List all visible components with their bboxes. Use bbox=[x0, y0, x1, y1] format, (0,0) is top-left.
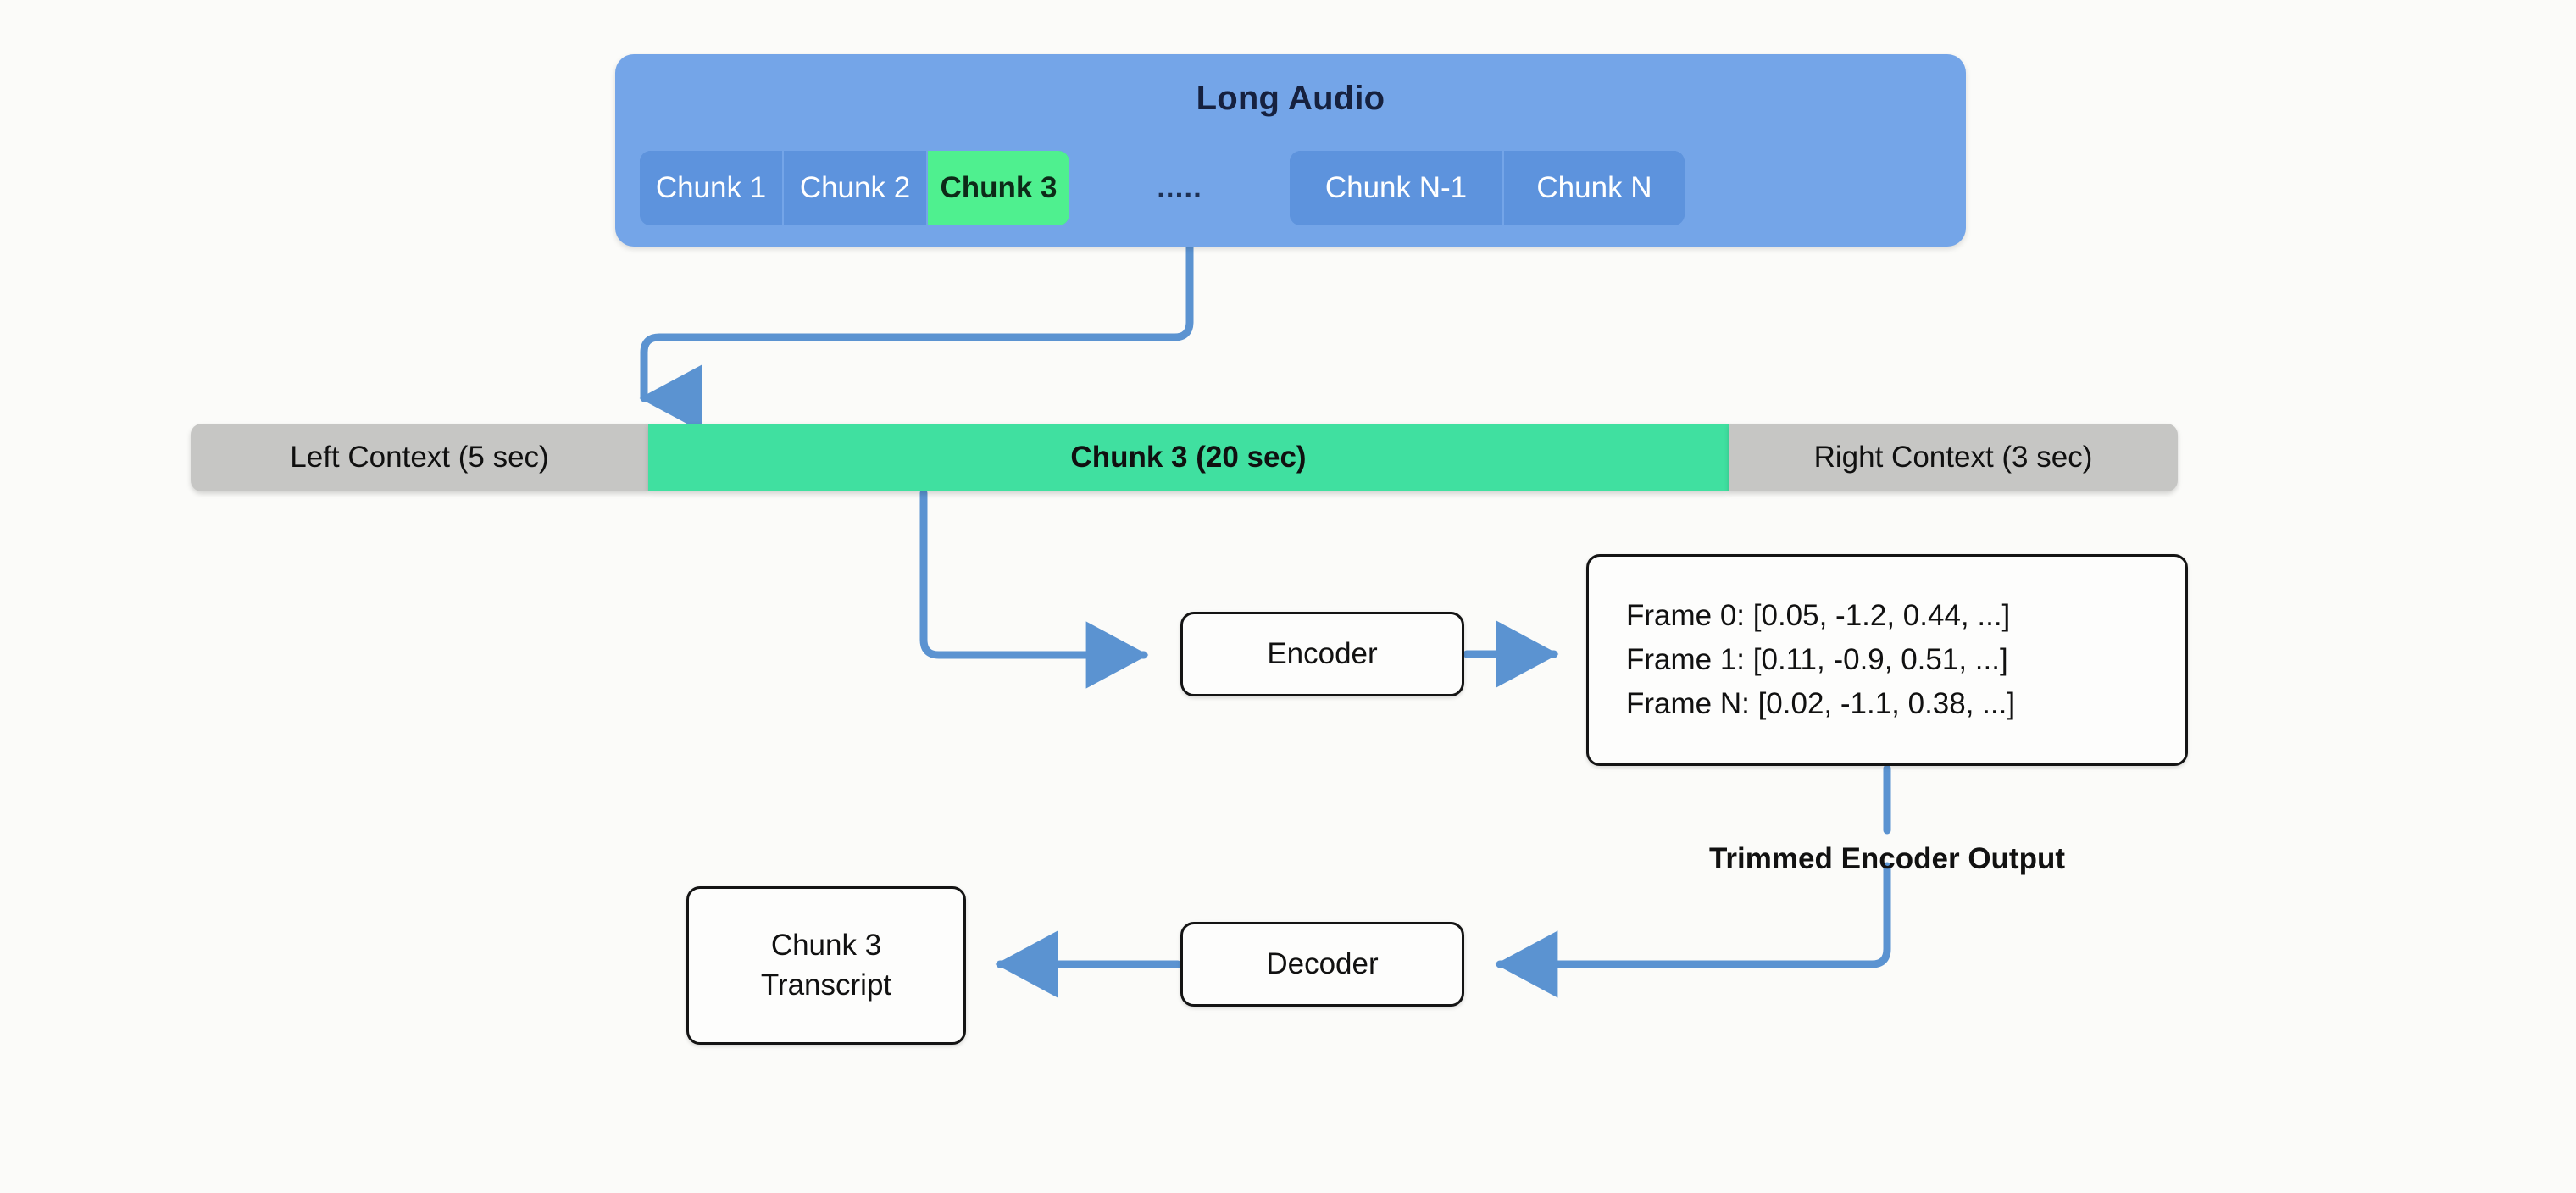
decoder-node: Decoder bbox=[1180, 922, 1464, 1007]
encoder-output-node: Frame 0: [0.05, -1.2, 0.44, ...] Frame 1… bbox=[1586, 554, 2188, 766]
chunk-pill-2[interactable]: Chunk 2 bbox=[784, 151, 928, 225]
long-audio-banner: Long Audio Chunk 1 Chunk 2 Chunk 3 .....… bbox=[615, 54, 1966, 247]
chunk-row: Chunk 1 Chunk 2 Chunk 3 ..... Chunk N-1 … bbox=[640, 151, 1685, 225]
arrow-context-to-encoder-icon bbox=[919, 489, 1149, 689]
chunk-pill-n[interactable]: Chunk N bbox=[1504, 151, 1685, 225]
transcript-line-2: Transcript bbox=[760, 968, 892, 1002]
frame-line-0: Frame 0: [0.05, -1.2, 0.44, ...] bbox=[1626, 599, 2011, 633]
chunk-ellipsis: ..... bbox=[1157, 171, 1202, 204]
chunk-pill-n-minus-1[interactable]: Chunk N-1 bbox=[1290, 151, 1504, 225]
frame-line-n: Frame N: [0.02, -1.1, 0.38, ...] bbox=[1626, 686, 2016, 720]
chunk-pill-1[interactable]: Chunk 1 bbox=[640, 151, 784, 225]
encoder-node: Encoder bbox=[1180, 612, 1464, 696]
right-context-segment: Right Context (3 sec) bbox=[1729, 424, 2178, 491]
frame-line-1: Frame 1: [0.11, -0.9, 0.51, ...] bbox=[1626, 643, 2008, 677]
transcript-node: Chunk 3 Transcript bbox=[686, 886, 966, 1045]
chunk-pill-3-selected[interactable]: Chunk 3 bbox=[928, 151, 1069, 225]
left-context-segment: Left Context (5 sec) bbox=[191, 424, 648, 491]
chunk-group-head: Chunk 1 Chunk 2 Chunk 3 bbox=[640, 151, 1069, 225]
long-audio-title: Long Audio bbox=[1196, 80, 1385, 117]
chunk3-segment: Chunk 3 (20 sec) bbox=[648, 424, 1729, 491]
arrow-chunk-to-context-icon bbox=[639, 243, 1194, 432]
trimmed-encoder-output-label: Trimmed Encoder Output bbox=[1708, 842, 2066, 875]
context-row: Left Context (5 sec) Chunk 3 (20 sec) Ri… bbox=[191, 424, 2178, 491]
chunk-group-tail: Chunk N-1 Chunk N bbox=[1290, 151, 1685, 225]
transcript-line-1: Chunk 3 bbox=[770, 929, 882, 963]
